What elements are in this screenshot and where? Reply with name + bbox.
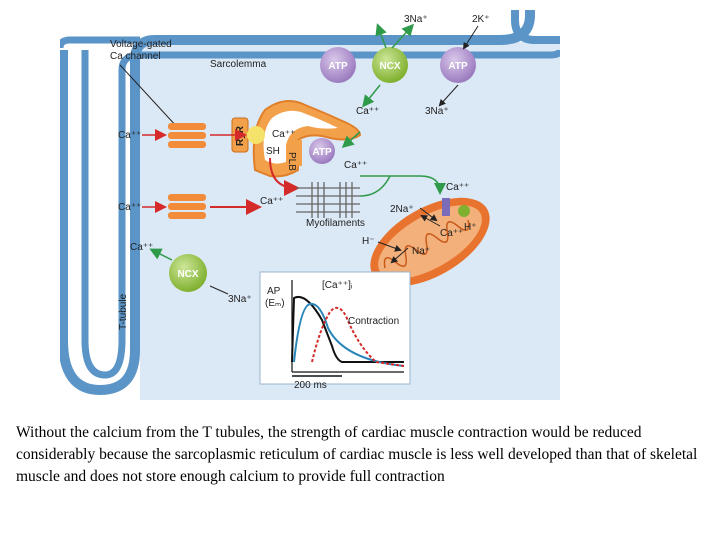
voltage-gated-label-1: Voltage-gated	[110, 39, 172, 50]
graph-contraction-label: Contraction	[348, 316, 399, 327]
caption-text: Without the calcium from the T tubules, …	[16, 424, 698, 485]
atp-pump-left	[320, 47, 356, 83]
graph-scale-label: 200 ms	[294, 380, 327, 391]
mito-h-minus-label: H⁻	[362, 236, 375, 247]
ca-sr-out-label: Ca⁺⁺	[344, 160, 367, 171]
arrow-sr-release	[269, 157, 300, 196]
mitochondrion	[370, 197, 490, 287]
t-tubule-label: T-tubule	[118, 293, 129, 330]
arrow-k-in	[462, 25, 479, 50]
mito-na-label: Na⁺	[412, 246, 430, 257]
ryr-ca-blob	[247, 126, 265, 144]
ncx-bottom-label: NCX	[177, 269, 198, 280]
plb-box	[290, 140, 302, 166]
cardiac-calcium-diagram: ATP NCX ATP 3Na⁺ 2K⁺ Ca⁺⁺ 3Na⁺ Voltage-g…	[60, 10, 560, 400]
atp-pump-right	[440, 47, 476, 83]
t-tubule-outer	[81, 49, 560, 379]
ca-left-2-label: Ca⁺⁺	[118, 202, 141, 213]
sarcolemma-membrane	[60, 10, 535, 396]
mito-h-plus-label: H⁺	[464, 222, 477, 233]
k-top-label: 2K⁺	[472, 14, 490, 25]
ca-channel-top	[168, 123, 206, 148]
arrow-mito-na-out	[390, 247, 409, 264]
arrow-na-out	[391, 23, 415, 49]
myofilaments	[296, 182, 360, 218]
mito-ca-label: Ca⁺⁺	[446, 182, 469, 193]
arrow-ca-out	[375, 23, 387, 49]
atp-left-label: ATP	[328, 61, 348, 72]
top-left-curve	[60, 36, 140, 49]
contraction-curve	[311, 306, 405, 367]
mito-ca-uniporter	[442, 198, 450, 216]
sr-lumen	[263, 110, 338, 164]
arrow-mito-ca-out	[420, 215, 441, 227]
atp-sr-label: ATP	[312, 147, 332, 158]
voltage-gated-pointer	[119, 64, 179, 129]
myofilaments-label: Myofilaments	[306, 218, 365, 229]
arrow-pump-ca	[362, 84, 381, 108]
graph-ap-label-2: (Eₘ)	[265, 298, 285, 309]
arrow-ncx-na-in	[209, 285, 229, 295]
inset-graph: AP (Eₘ) [Ca⁺⁺]ᵢ Contraction 200 ms	[259, 271, 411, 391]
sarcolemma-label: Sarcolemma	[210, 59, 267, 70]
sarcolemma-top-right	[511, 10, 560, 44]
arrow-mito-na-in	[419, 207, 438, 222]
graph-cai-label: [Ca⁺⁺]ᵢ	[322, 280, 353, 291]
atp-right-label: ATP	[448, 61, 468, 72]
voltage-gated-label-2: Ca channel	[110, 51, 161, 62]
arrow-ncx-ca-out	[149, 248, 173, 261]
ap-curve	[291, 296, 404, 363]
arrow-myo-to-sr	[359, 175, 391, 197]
na-bottom-label: 3Na⁺	[228, 294, 252, 305]
na-top-label: 3Na⁺	[404, 14, 428, 25]
ncx-pump-top	[372, 47, 408, 83]
ca-left-1-label: Ca⁺⁺	[118, 130, 141, 141]
ca-mid-label: Ca⁺⁺	[260, 196, 283, 207]
atp-sr-pump	[309, 138, 335, 164]
sr-ca-label: Ca⁺⁺	[272, 129, 295, 140]
arrow-ca-reuptake	[341, 131, 361, 148]
arrow-pump-na	[438, 84, 459, 107]
arrow-myo-to-mito	[360, 175, 446, 195]
ca-pump-out-label: Ca⁺⁺	[356, 106, 379, 117]
na-pump-in-label: 3Na⁺	[425, 106, 449, 117]
mito-2na-label: 2Na⁺	[390, 204, 414, 215]
mito-h-exchanger	[458, 205, 470, 217]
ncx-top-label: NCX	[379, 61, 400, 72]
ncx-pump-bottom	[169, 254, 207, 292]
mito-ca-in-label: Ca⁺⁺	[440, 228, 463, 239]
ca-transient-curve	[293, 302, 405, 367]
graph-ap-label-1: AP	[267, 286, 281, 297]
sh-label: SH	[266, 146, 280, 157]
ca-channel-bottom	[168, 194, 206, 219]
plb-label: PLB	[286, 152, 297, 171]
arrow-mito-h	[377, 241, 402, 252]
ca-left-3-label: Ca⁺⁺	[130, 242, 153, 253]
